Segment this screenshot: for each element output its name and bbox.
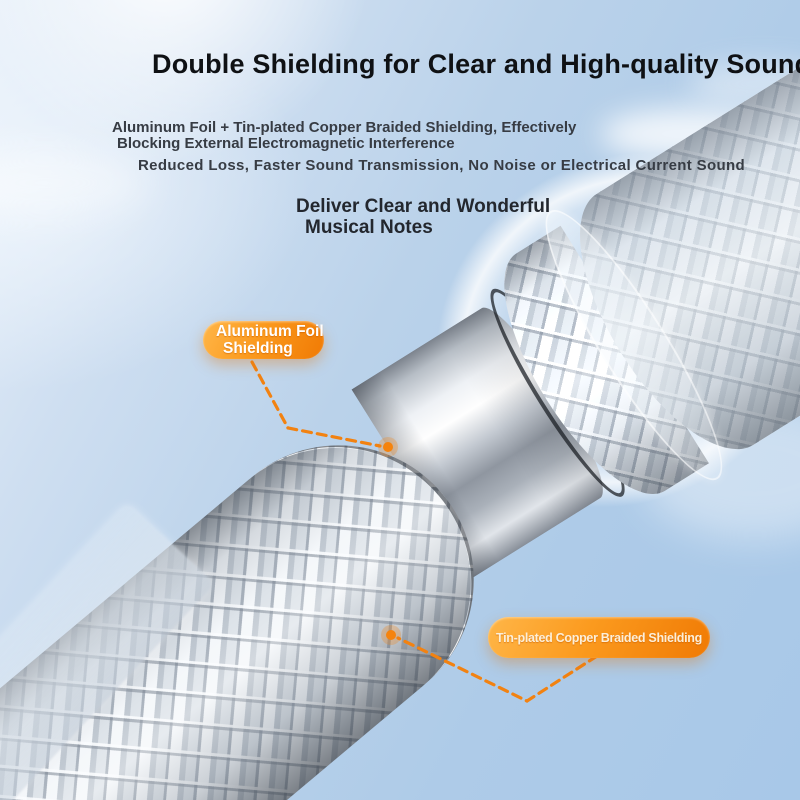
callout-label: Tin-plated Copper Braided Shielding	[496, 630, 702, 645]
callout-label-line: Shielding	[223, 339, 293, 357]
subtitle-line: Blocking External Electromagnetic Interf…	[117, 134, 455, 152]
cloud	[0, 150, 150, 216]
tagline-line: Musical Notes	[305, 217, 433, 238]
callout-pill-copper-braid: Tin-plated Copper Braided Shielding	[488, 617, 710, 658]
benefit-line: Reduced Loss, Faster Sound Transmission,…	[138, 157, 746, 174]
page-title: Double Shielding for Clear and High-qual…	[152, 49, 800, 79]
tagline-line: Deliver Clear and Wonderful	[296, 196, 551, 217]
tagline: Deliver Clear and Wonderful Musical Note…	[296, 196, 550, 238]
subtitle-line: Aluminum Foil + Tin-plated Copper Braide…	[112, 119, 577, 136]
subtitle: Aluminum Foil + Tin-plated Copper Braide…	[112, 120, 576, 151]
callout-label-line: Aluminum Foil	[216, 323, 324, 340]
callout-pill-aluminum-foil: Aluminum Foil Shielding	[203, 321, 324, 359]
